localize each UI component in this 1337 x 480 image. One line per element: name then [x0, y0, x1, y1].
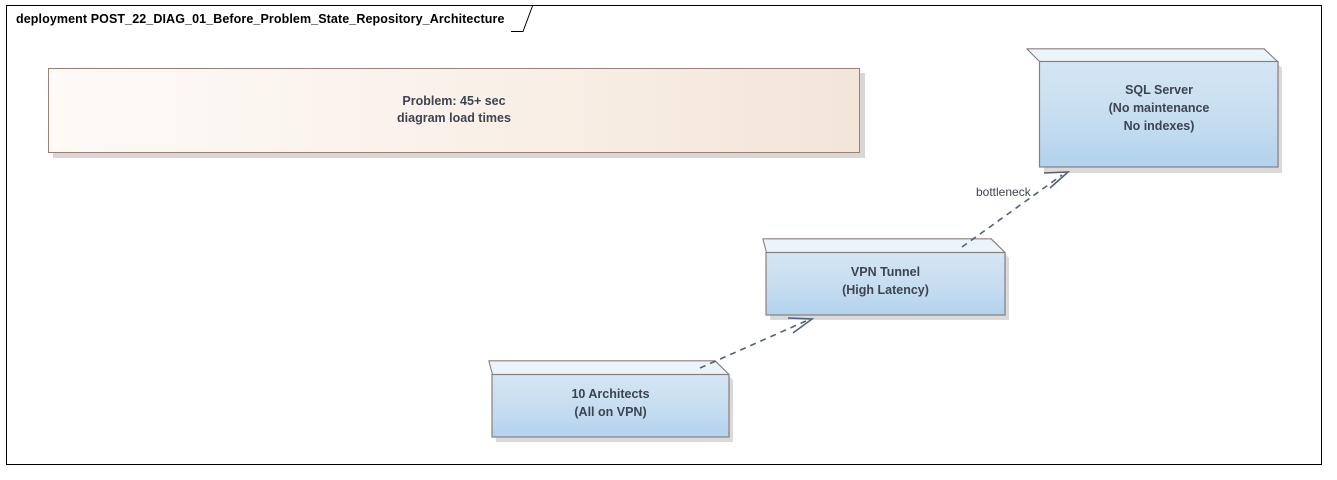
frame-tab-angled-edge [511, 6, 533, 32]
node-sql-server[interactable]: SQL Server (No maintenance No indexes) [1026, 48, 1292, 180]
node-sql-server-shape [1026, 48, 1282, 173]
diagram-title-label: deployment POST_22_DIAG_01_Before_Proble… [16, 11, 505, 26]
diagram-frame-tab[interactable]: deployment POST_22_DIAG_01_Before_Proble… [6, 5, 533, 32]
connector-label-bottleneck: bottleneck [976, 185, 1031, 199]
node-ten-architects[interactable]: 10 Architects (All on VPN) [488, 360, 746, 448]
diagram-frame [6, 5, 1322, 465]
node-vpn-tunnel[interactable]: VPN Tunnel (High Latency) [762, 238, 1022, 326]
node-vpn-tunnel-shape [762, 238, 1009, 320]
node-ten-architects-shape [488, 360, 733, 442]
problem-note[interactable]: Problem: 45+ sec diagram load times [48, 68, 860, 153]
problem-note-text: Problem: 45+ sec diagram load times [397, 94, 511, 125]
